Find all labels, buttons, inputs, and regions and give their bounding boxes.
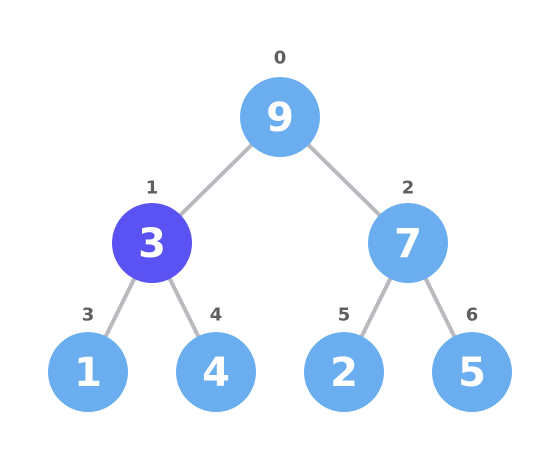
tree-node-0: 90 xyxy=(240,48,320,157)
node-circle xyxy=(368,203,448,283)
node-index-label: 5 xyxy=(338,305,351,326)
node-value: 5 xyxy=(458,350,486,396)
node-value: 3 xyxy=(138,221,166,267)
node-circle xyxy=(304,332,384,412)
node-index-label: 2 xyxy=(402,178,415,199)
node-value: 7 xyxy=(394,221,422,267)
node-index-label: 6 xyxy=(466,305,479,326)
tree-node-5: 25 xyxy=(304,305,384,412)
node-circle-highlighted xyxy=(112,203,192,283)
tree-node-4: 44 xyxy=(176,305,256,412)
node-circle xyxy=(48,332,128,412)
node-circle xyxy=(432,332,512,412)
tree-node-2: 72 xyxy=(368,178,448,283)
node-value: 4 xyxy=(202,350,230,396)
node-index-label: 4 xyxy=(210,305,223,326)
node-index-label: 3 xyxy=(82,305,95,326)
node-value: 1 xyxy=(74,350,102,396)
node-circle xyxy=(240,77,320,157)
node-index-label: 1 xyxy=(146,178,159,199)
node-index-label: 0 xyxy=(274,48,287,69)
node-value: 9 xyxy=(266,95,294,141)
tree-node-3: 13 xyxy=(48,305,128,412)
tree-node-1: 31 xyxy=(112,178,192,283)
node-circle xyxy=(176,332,256,412)
node-value: 2 xyxy=(330,350,358,396)
tree-node-6: 56 xyxy=(432,305,512,412)
